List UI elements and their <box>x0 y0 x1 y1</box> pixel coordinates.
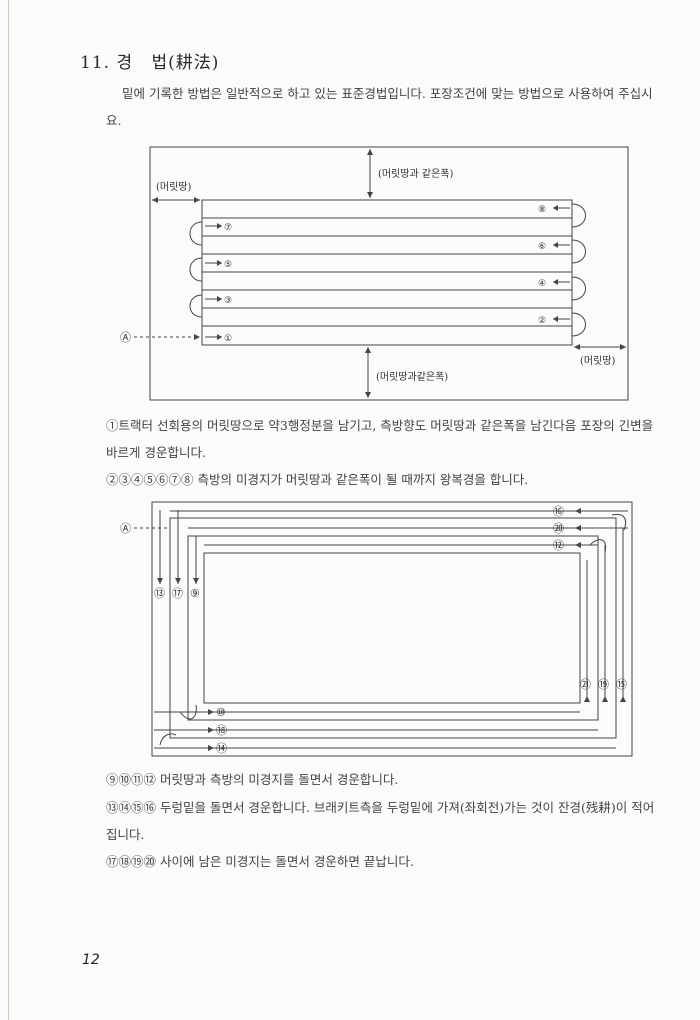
plowed-area <box>201 199 573 346</box>
pass-label: ㉑ <box>580 678 591 691</box>
step2-paragraph: ②③④⑤⑥⑦⑧ 측방의 미경지가 머릿땅과 같은폭이 될 때까지 왕복경을 합니… <box>106 466 662 493</box>
pass-label: ⑲ <box>598 678 609 691</box>
pass-label: ① <box>224 334 232 344</box>
section-heading-title: 법(耕法) <box>151 53 220 73</box>
start-mark-2: Ⓐ <box>120 522 131 535</box>
field-outline-2 <box>151 501 633 757</box>
start-mark: Ⓐ <box>120 331 131 344</box>
pass-label: ⑧ <box>538 205 546 215</box>
step3-text: ⑨⑩⑪⑫ 머릿땅과 측방의 미경지를 돌면서 경운합니다. <box>106 772 399 787</box>
pass-label: ⑮ <box>616 678 627 691</box>
step5-text: ⑰⑱⑲⑳ 사이에 남은 미경지는 돌면서 경운하면 끝납니다. <box>106 854 414 869</box>
step2-text: ②③④⑤⑥⑦⑧ 측방의 미경지가 머릿땅과 같은폭이 될 때까지 왕복경을 합니… <box>106 472 529 487</box>
pass-label: ⑩ <box>216 706 226 719</box>
page-number: 12 <box>82 952 100 968</box>
pass-label: ⑬ <box>154 587 165 600</box>
pass-label: ⑭ <box>216 742 227 755</box>
section-heading-number: 11. 경 <box>80 53 134 73</box>
pass-label: ② <box>538 316 546 326</box>
section-heading: 11. 경 법(耕法) <box>80 48 231 73</box>
label-same-width-top: (머릿땅과 같은폭) <box>378 168 453 180</box>
label-headland-left: (머릿땅) <box>156 181 192 193</box>
pass-label: ⑱ <box>216 724 227 737</box>
pass-label: ⑯ <box>553 505 564 518</box>
step5-paragraph: ⑰⑱⑲⑳ 사이에 남은 미경지는 돌면서 경운하면 끝납니다. <box>106 848 662 875</box>
pass-label: ⑨ <box>190 587 200 600</box>
page-binding-line <box>8 0 9 1020</box>
step4-paragraph: ⑬⑭⑮⑯ 두렁밑을 돌면서 경운합니다. 브래키트측을 두렁밑에 가져(좌회전)… <box>106 794 662 848</box>
pass-label: ⑰ <box>172 587 183 600</box>
pass-label: ④ <box>538 279 546 289</box>
pass-label: ⑫ <box>553 539 564 552</box>
step1-paragraph: ①트랙터 선회용의 머릿땅으로 약3행정분을 남기고, 측방향도 머릿땅과 같은… <box>106 412 662 466</box>
pass-label: ⑥ <box>538 242 546 252</box>
label-same-width-bottom: (머릿땅과같은폭) <box>376 371 448 383</box>
step4-text: ⑬⑭⑮⑯ 두렁밑을 돌면서 경운합니다. 브래키트측을 두렁밑에 가져(좌회전)… <box>106 800 655 842</box>
plowing-diagram-2 <box>134 501 633 757</box>
pass-label: ⑦ <box>224 223 232 233</box>
step1-text: ①트랙터 선회용의 머릿땅으로 약3행정분을 남기고, 측방향도 머릿땅과 같은… <box>106 418 654 460</box>
pass-label: ⑤ <box>224 260 232 270</box>
intro-paragraph: 밑에 기록한 방법은 일반적으로 하고 있는 표준경법입니다. 포장조건에 맞는… <box>106 80 662 134</box>
step3-paragraph: ⑨⑩⑪⑫ 머릿땅과 측방의 미경지를 돌면서 경운합니다. <box>106 766 662 793</box>
intro-text: 밑에 기록한 방법은 일반적으로 하고 있는 표준경법입니다. 포장조건에 맞는… <box>106 86 653 128</box>
pass-label: ⑳ <box>553 522 564 535</box>
label-headland-right: (머릿땅) <box>580 355 616 367</box>
pass-label: ③ <box>224 296 232 306</box>
field-outline <box>149 146 629 401</box>
